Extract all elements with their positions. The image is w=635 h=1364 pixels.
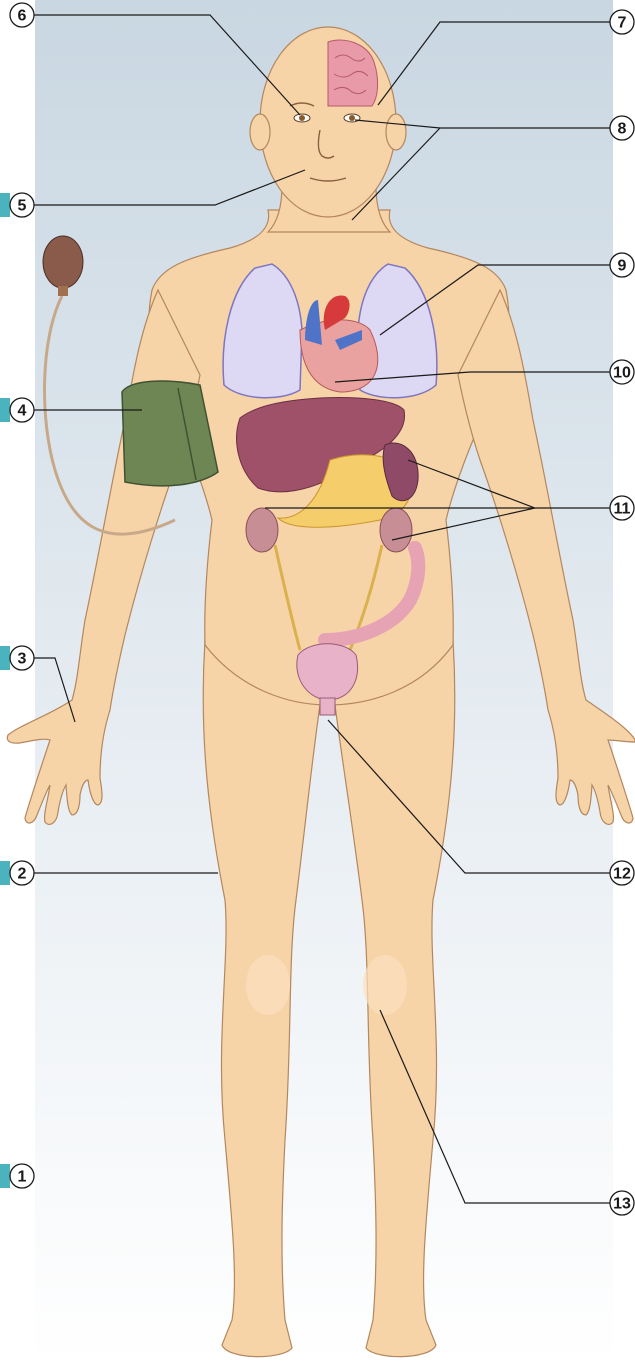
left-ear (250, 114, 270, 150)
callout-tab (0, 193, 10, 217)
callout-8: 8 (610, 116, 634, 140)
callout-number: 7 (618, 15, 627, 32)
callout-number: 8 (618, 121, 627, 138)
callout-12: 12 (610, 861, 634, 885)
callout-3: 3 (0, 646, 34, 670)
callout-4: 4 (0, 398, 34, 422)
callout-9: 9 (610, 253, 634, 277)
callout-11: 11 (610, 496, 634, 520)
callout-number: 1 (18, 1169, 27, 1186)
callout-number: 5 (18, 198, 27, 215)
right-ear (386, 114, 406, 150)
callout-number: 2 (18, 866, 27, 883)
left-kneecap (246, 955, 290, 1015)
callout-number: 10 (613, 365, 631, 382)
callout-6: 6 (10, 3, 34, 27)
callout-2: 2 (0, 861, 34, 885)
callout-tab (0, 398, 10, 422)
callout-number: 3 (18, 651, 27, 668)
urethra (320, 698, 335, 715)
callout-1: 1 (0, 1164, 34, 1188)
callout-tab (0, 1164, 10, 1188)
callout-number: 11 (614, 501, 631, 518)
callout-number: 13 (613, 1196, 631, 1213)
callout-number: 6 (18, 8, 27, 25)
left-iris (299, 115, 305, 121)
bp-valve (58, 286, 68, 296)
callout-tab (0, 646, 10, 670)
callout-7: 7 (610, 10, 634, 34)
callout-tab (0, 861, 10, 885)
callout-number: 12 (613, 866, 631, 883)
right-iris (349, 115, 355, 121)
callout-13: 13 (610, 1191, 634, 1215)
callout-10: 10 (610, 360, 634, 384)
callout-number: 9 (618, 258, 627, 275)
bp-bulb (43, 236, 83, 288)
callout-number: 4 (18, 403, 27, 420)
left-kidney (246, 508, 278, 552)
right-kneecap (363, 955, 407, 1015)
callout-5: 5 (0, 193, 34, 217)
right-kidney (380, 508, 412, 552)
